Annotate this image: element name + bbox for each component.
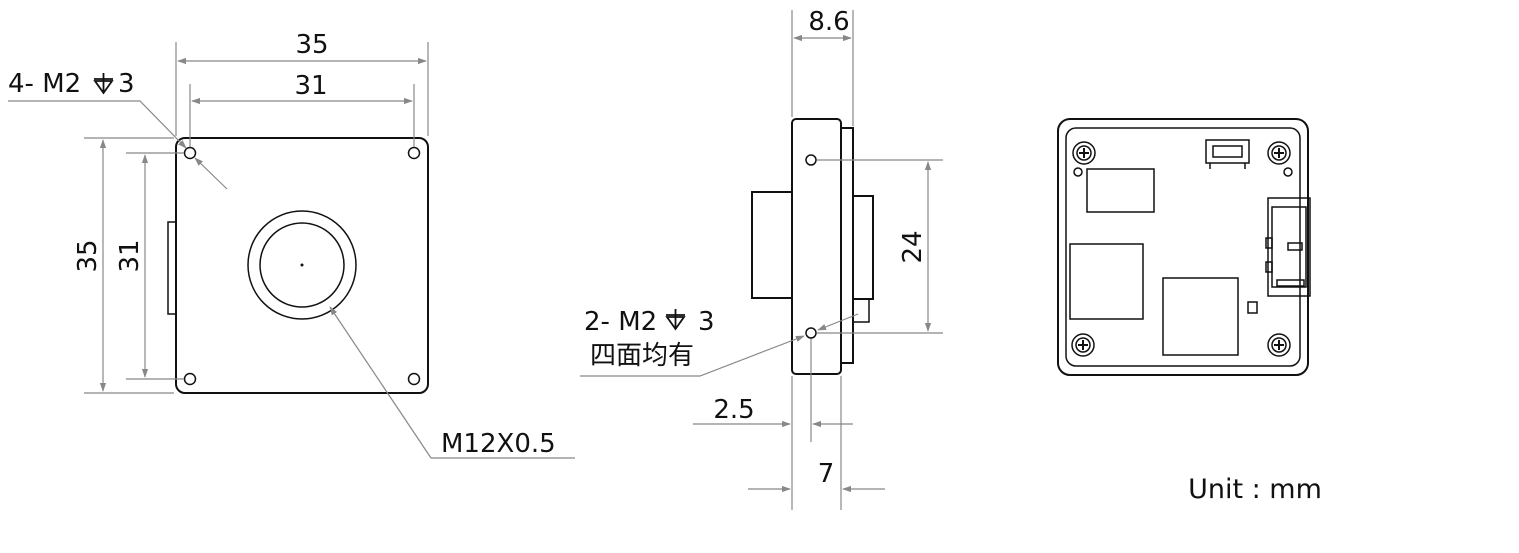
side-connector-icon (1265, 197, 1311, 297)
screw-icon (1267, 141, 1291, 165)
dim-hole-offset: 2.5 (713, 395, 754, 425)
pcb-component (1247, 301, 1258, 314)
lens-center (300, 263, 304, 267)
hole-callout-count: 4- M2 (8, 69, 81, 99)
side-hole-callout-depth: 3 (698, 307, 715, 337)
dim-outer-width: 35 (295, 30, 328, 60)
lens-mount-outer (247, 210, 357, 320)
back-view: Unit : mm (1057, 118, 1322, 505)
dim-thickness-top: 8.6 (808, 7, 849, 37)
side-hole-note: 四面均有 (590, 341, 694, 371)
back-pcb-outline (1065, 127, 1301, 367)
side-back-connector (851, 195, 874, 300)
pcb-chip (1162, 277, 1239, 356)
mounting-hole (183, 372, 197, 386)
top-connector-icon (1205, 139, 1250, 169)
dim-hole-width: 31 (294, 71, 327, 101)
depth-symbol-icon (93, 73, 114, 95)
unit-label: Unit : mm (1188, 474, 1322, 505)
pcb-chip (1069, 243, 1144, 320)
screw-icon (1267, 333, 1291, 357)
lens-thread-leader (329, 306, 432, 459)
lens-mount-inner (259, 222, 345, 308)
mounting-hole (183, 146, 197, 160)
pcb-pad (1073, 167, 1083, 177)
hole-callout-depth: 3 (118, 69, 135, 99)
side-hole-callout-count: 2- M2 (584, 307, 657, 337)
side-body (791, 118, 842, 375)
side-hole-callout-leader (580, 335, 805, 377)
side-lens-holder (751, 191, 793, 299)
dim-side-hole-spacing: 24 (898, 230, 928, 263)
side-mounting-hole (805, 154, 817, 166)
lens-thread-label: M12X0.5 (441, 429, 556, 459)
screw-icon (1072, 141, 1096, 165)
pcb-chip (1086, 168, 1155, 213)
mounting-hole (407, 146, 421, 160)
depth-symbol-icon (665, 309, 686, 331)
dim-hole-height: 31 (115, 239, 145, 272)
side-view: 8.6 24 2- M2 3 四面均有 2.5 7 (580, 7, 943, 510)
screw-icon (1071, 333, 1095, 357)
dim-body-depth: 7 (818, 459, 835, 489)
mounting-hole (407, 372, 421, 386)
back-body (1057, 118, 1309, 376)
front-view: 35 31 35 31 4- M2 3 M12X0.5 (8, 30, 575, 459)
side-pcb (840, 127, 854, 364)
dim-outer-height: 35 (73, 239, 103, 272)
pcb-pad (1283, 167, 1293, 177)
hole-callout-leader (8, 100, 187, 149)
side-mounting-hole (805, 327, 817, 339)
